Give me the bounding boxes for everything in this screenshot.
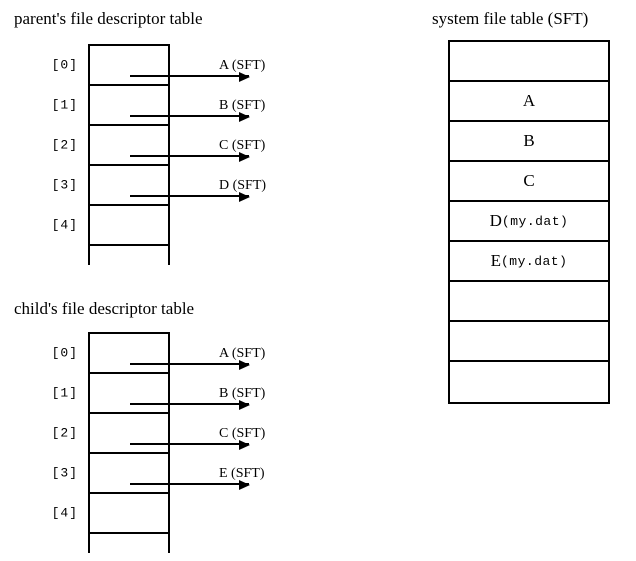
- arrowhead-icon: [239, 400, 250, 410]
- sft-row: C: [450, 162, 608, 202]
- parent-fd-row: [90, 246, 168, 265]
- child-fd-pointer-arrow: C (SFT): [130, 426, 265, 450]
- child-table-title: child's file descriptor table: [14, 299, 195, 318]
- sft-row: B: [450, 122, 608, 162]
- arrowhead-icon: [239, 152, 250, 162]
- child-fd-pointer-arrow: B (SFT): [130, 386, 265, 410]
- parent-fd-row: [0] A (SFT): [52, 46, 265, 86]
- parent-fd-pointer-label: A (SFT): [219, 58, 266, 73]
- sft-entry-name: C: [523, 171, 535, 190]
- sft-entry-name: B: [523, 131, 535, 150]
- child-fd-pointer-label: E (SFT): [219, 466, 265, 481]
- sft-row: [450, 42, 608, 82]
- sft-entry-name: A: [522, 91, 536, 110]
- child-fd-index-label: [4]: [51, 505, 78, 521]
- child-fd-index-label: [1]: [51, 385, 78, 401]
- sft-row: [450, 322, 608, 362]
- parent-fd-index-label: [2]: [51, 137, 78, 153]
- sft-row: [450, 282, 608, 322]
- parent-fd-pointer-arrow: C (SFT): [130, 138, 265, 162]
- child-fd-row: [0] A (SFT): [52, 334, 265, 374]
- sft-row: D(my.dat): [450, 202, 608, 242]
- sft-row: E(my.dat): [450, 242, 608, 282]
- system-file-table-title: system file table (SFT): [432, 9, 589, 28]
- child-fd-row: [2] C (SFT): [52, 414, 265, 454]
- child-fd-index-label: [2]: [51, 425, 78, 441]
- parent-fd-row: [2] C (SFT): [52, 126, 265, 166]
- parent-fd-index-label: [1]: [51, 97, 78, 113]
- child-fd-row: [90, 534, 168, 553]
- child-fd-pointer-arrow: A (SFT): [130, 346, 265, 370]
- parent-fd-pointer-arrow: B (SFT): [130, 98, 265, 122]
- sft-entry-name: E: [490, 251, 501, 270]
- child-file-descriptor-table: [0] A (SFT) [1] B (SFT) [2] C (SFT) [3] E (SFT)…: [52, 332, 265, 553]
- parent-fd-pointer-arrow: A (SFT): [130, 58, 265, 82]
- parent-fd-pointer-arrow: D (SFT): [130, 178, 266, 202]
- sft-entry-detail: (my.dat): [500, 253, 568, 269]
- parent-fd-index-label: [3]: [51, 177, 78, 193]
- arrowhead-icon: [239, 192, 250, 202]
- parent-fd-row: [3] D (SFT): [52, 166, 266, 206]
- arrowhead-icon: [239, 112, 250, 122]
- arrowhead-icon: [239, 480, 250, 490]
- arrowhead-icon: [239, 440, 250, 450]
- parent-fd-pointer-label: B (SFT): [219, 98, 266, 113]
- parent-fd-pointer-label: D (SFT): [219, 178, 267, 193]
- child-fd-index-label: [3]: [51, 465, 78, 481]
- parent-fd-index-label: [0]: [51, 57, 78, 73]
- child-fd-row: [3] E (SFT): [52, 454, 265, 494]
- child-fd-row: [1] B (SFT): [52, 374, 265, 414]
- parent-table-title: parent's file descriptor table: [14, 9, 203, 28]
- arrowhead-icon: [239, 360, 250, 370]
- sft-row: [450, 362, 608, 402]
- child-fd-pointer-label: C (SFT): [219, 426, 266, 441]
- parent-fd-pointer-label: C (SFT): [219, 138, 266, 153]
- child-fd-pointer-label: A (SFT): [219, 346, 266, 361]
- parent-fd-index-label: [4]: [51, 217, 78, 233]
- child-fd-row: [4]: [52, 494, 168, 534]
- child-fd-index-label: [0]: [51, 345, 78, 361]
- arrowhead-icon: [239, 72, 250, 82]
- child-fd-pointer-label: B (SFT): [219, 386, 266, 401]
- sft-entry-name: D: [489, 211, 502, 230]
- parent-fd-row: [1] B (SFT): [52, 86, 265, 126]
- child-fd-pointer-arrow: E (SFT): [130, 466, 265, 490]
- sft-entry-detail: (my.dat): [501, 213, 569, 229]
- parent-fd-row: [4]: [52, 206, 168, 246]
- sft-row: A: [450, 82, 608, 122]
- parent-file-descriptor-table: [0] A (SFT) [1] B (SFT) [2] C (SFT) [3] D (SFT)…: [52, 44, 266, 265]
